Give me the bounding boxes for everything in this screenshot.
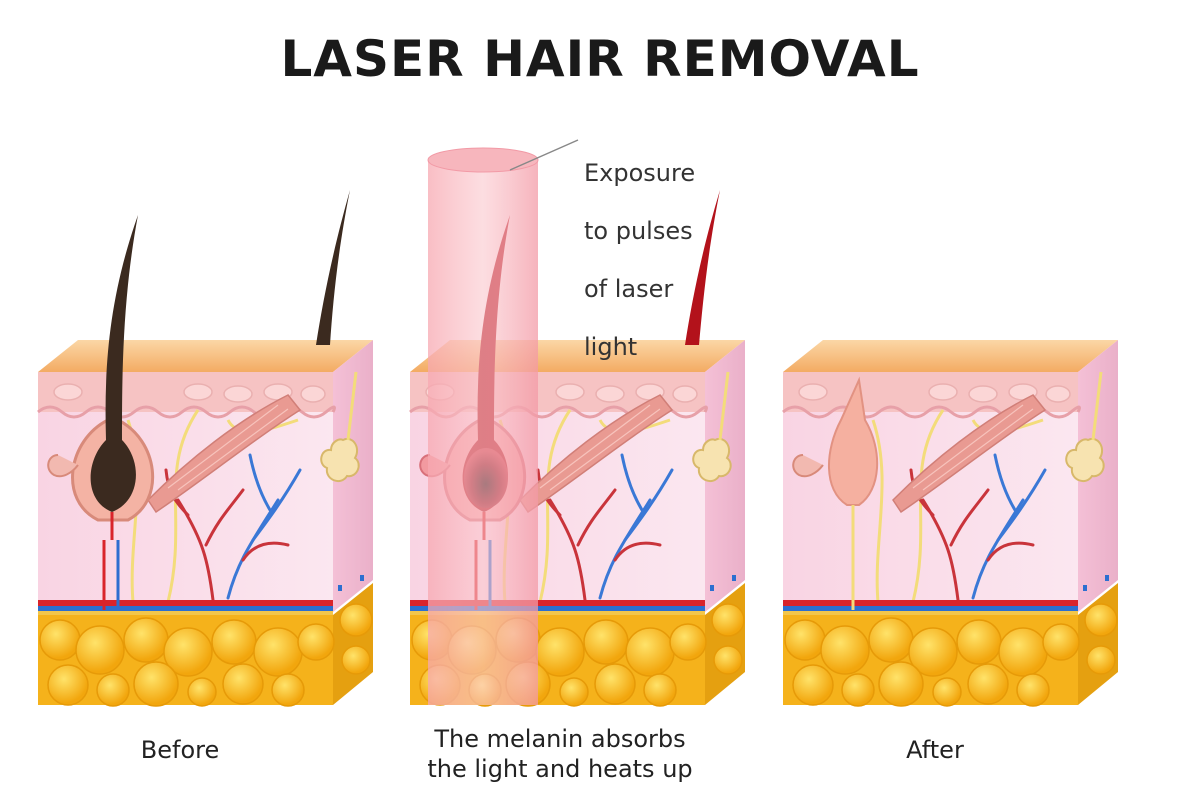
callout-line-3: of laser (584, 275, 674, 303)
caption-laser: The melanin absorbs the light and heats … (380, 724, 740, 784)
hair-icon (90, 215, 138, 512)
caption-before-text: Before (140, 736, 220, 764)
laser-beam-icon (427, 147, 539, 705)
callout-line-1: Exposure (584, 159, 696, 187)
caption-before: Before (60, 735, 300, 765)
panel-after (781, 338, 1120, 708)
diagram-title: LASER HAIR REMOVAL (280, 30, 920, 88)
caption-laser-line-2: the light and heats up (427, 755, 693, 783)
caption-laser-line-1: The melanin absorbs (434, 725, 686, 753)
panel-before (36, 190, 375, 708)
follicle-icon (827, 376, 879, 506)
panel-laser (408, 139, 747, 708)
callout-line-2: to pulses (584, 217, 693, 245)
caption-after: After (815, 735, 1055, 765)
callout-line-4: light (584, 333, 638, 361)
caption-after-text: After (906, 736, 964, 764)
laser-callout: Exposure to pulses of laser light (584, 130, 695, 391)
